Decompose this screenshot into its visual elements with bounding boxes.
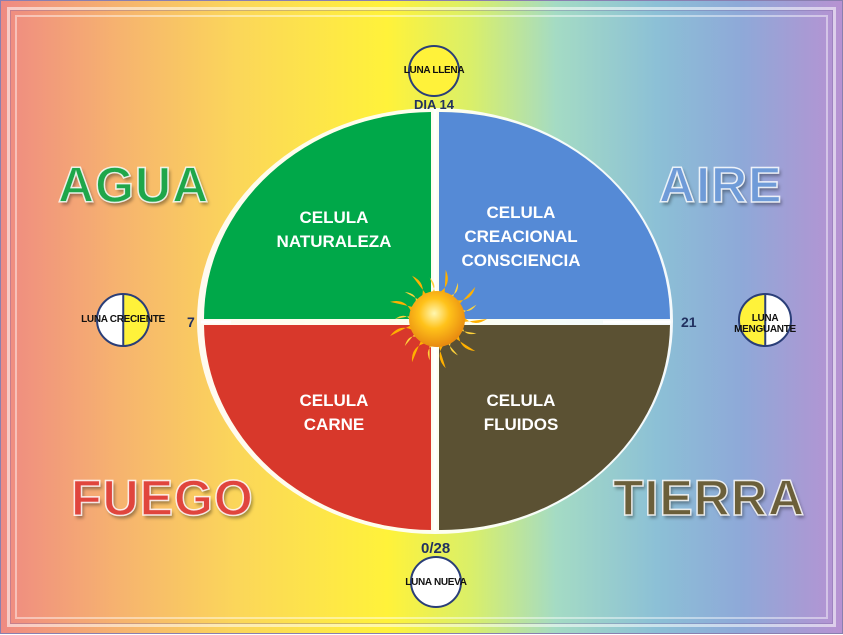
moon-divider	[122, 295, 124, 345]
cell-line: CELULA	[299, 391, 369, 410]
sun-ray	[429, 277, 436, 295]
cell-label-naturaleza: CELULA NATURALEZA	[269, 206, 399, 254]
day-label-14: DIA 14	[414, 97, 454, 112]
quadrant-naturaleza	[204, 112, 431, 319]
day-label-0-28: 0/28	[421, 540, 451, 557]
cell-line: CELULA	[486, 391, 556, 410]
waning-moon-icon	[738, 293, 792, 347]
moon-label-waning: LUNA MENGUANTE	[725, 313, 805, 335]
sun-icon	[390, 269, 487, 369]
cell-line: NATURALEZA	[276, 232, 392, 251]
full-moon-icon	[408, 45, 460, 97]
element-label-agua: AGUA	[57, 156, 210, 214]
sun-ray	[460, 304, 477, 314]
cell-line: CELULA	[299, 208, 369, 227]
sun-ray	[395, 315, 412, 323]
cell-line: FLUIDOS	[483, 415, 559, 434]
sun-ray	[460, 324, 477, 335]
moon-label-new: LUNA NUEVA	[405, 577, 467, 588]
sun-ray	[462, 315, 487, 323]
cell-label-carne: CELULA CARNE	[269, 389, 399, 437]
sun-disc	[409, 291, 465, 347]
sun-ray	[412, 275, 427, 299]
sun-ray	[438, 343, 446, 369]
element-label-fuego: FUEGO	[70, 469, 254, 527]
quadrant-creacional	[439, 111, 670, 320]
day-label-21: 21	[681, 314, 697, 330]
cell-line: CREACIONAL	[464, 227, 578, 246]
inner-frame	[15, 15, 828, 619]
sun-ray	[404, 292, 420, 305]
quadrant-fluidos	[439, 325, 670, 531]
cell-label-fluidos: CELULA FLUIDOS	[456, 389, 586, 437]
element-label-tierra: TIERRA	[612, 469, 806, 527]
cell-line: CONSCIENCIA	[461, 251, 581, 270]
moon-divider	[764, 295, 766, 345]
sun-ray	[447, 282, 459, 299]
outer-frame	[7, 7, 836, 627]
cell-line: CARNE	[303, 415, 365, 434]
sun-ray	[438, 269, 448, 295]
moon-label-waxing: LUNA CRECIENTE	[81, 314, 165, 325]
sun-ray	[390, 324, 414, 337]
day-label-7: 7	[187, 314, 195, 330]
element-label-aire: AIRE	[658, 156, 783, 214]
waxing-moon-icon	[96, 293, 150, 347]
sun-ray	[411, 339, 427, 363]
moon-label-line: LUNA	[751, 313, 779, 324]
new-moon-icon	[410, 556, 462, 608]
cell-label-creacional: CELULA CREACIONAL CONSCIENCIA	[456, 201, 586, 273]
quadrant-carne	[204, 325, 431, 530]
cell-line: CELULA	[486, 203, 556, 222]
moon-label-full: LUNA LLENA	[403, 65, 465, 76]
sun-ray	[427, 343, 436, 361]
sun-ray	[454, 333, 476, 352]
moon-label-line: MENGUANTE	[734, 324, 796, 335]
